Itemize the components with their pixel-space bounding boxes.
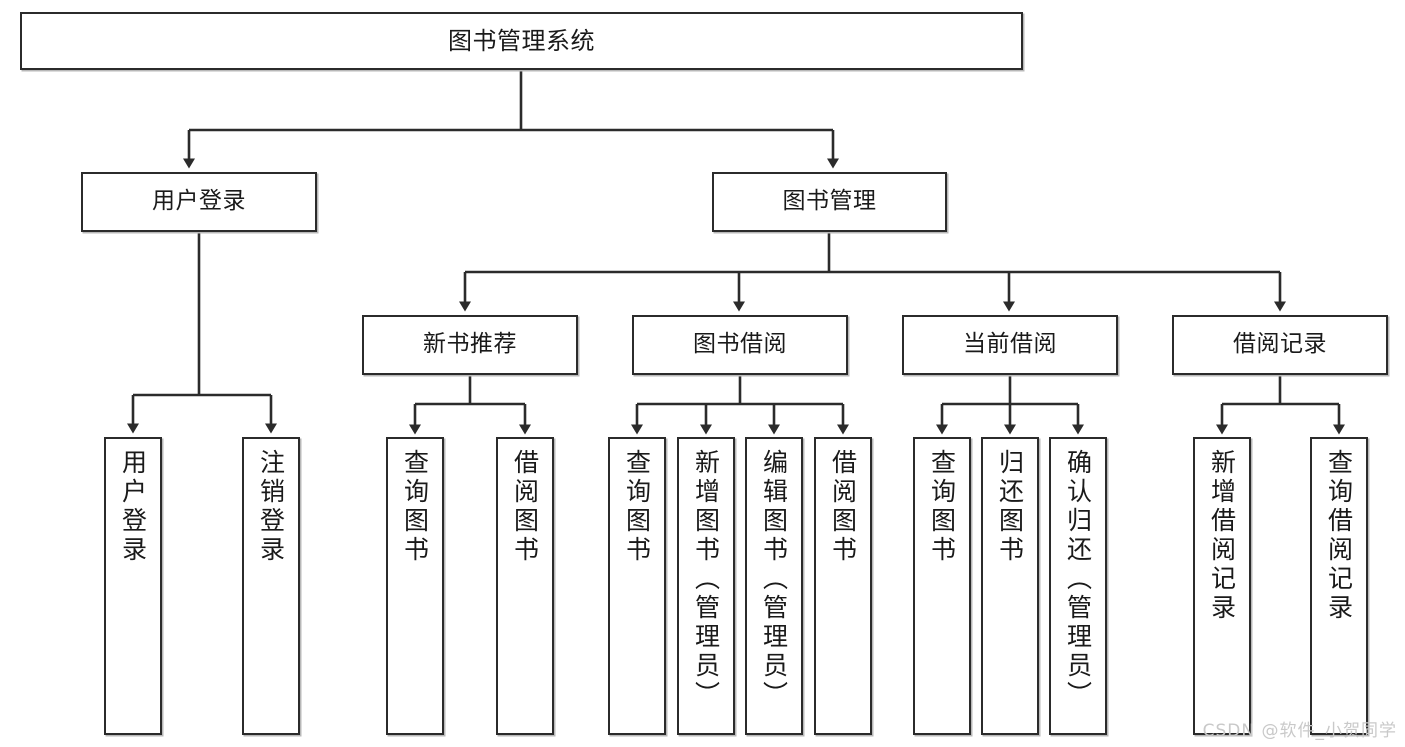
node-user-login[interactable]: 用户登录 xyxy=(81,172,317,232)
node-label: 用户登录 xyxy=(152,188,246,215)
node-label: 新书推荐 xyxy=(423,331,517,358)
node-label: 查询借阅记录 xyxy=(1324,449,1354,623)
leaf-query-book[interactable]: 查询图书 xyxy=(608,437,666,735)
node-label: 借阅图书 xyxy=(510,449,540,565)
node-label: 图书管理 xyxy=(782,188,877,215)
csdn-watermark: CSDN @软件_小贺同学 xyxy=(1202,721,1397,741)
node-new-book-recommend[interactable]: 新书推荐 xyxy=(362,315,578,375)
leaf-add-borrow-record[interactable]: 新增借阅记录 xyxy=(1193,437,1251,735)
node-book-management[interactable]: 图书管理 xyxy=(712,172,947,232)
node-label: 归还图书 xyxy=(995,449,1025,565)
node-label: 借阅图书 xyxy=(828,449,858,565)
node-label: 确认归还（管理员） xyxy=(1063,449,1093,710)
node-label: 借阅记录 xyxy=(1233,331,1327,358)
node-label: 查询图书 xyxy=(622,449,652,565)
node-label: 编辑图书（管理员） xyxy=(759,449,789,710)
leaf-confirm-return-admin[interactable]: 确认归还（管理员） xyxy=(1049,437,1107,735)
leaf-edit-book-admin[interactable]: 编辑图书（管理员） xyxy=(745,437,803,735)
node-label: 当前借阅 xyxy=(963,331,1057,358)
leaf-query-book-current[interactable]: 查询图书 xyxy=(913,437,971,735)
leaf-add-book-admin[interactable]: 新增图书（管理员） xyxy=(677,437,735,735)
node-root-book-management-system[interactable]: 图书管理系统 xyxy=(20,12,1023,70)
node-book-borrow[interactable]: 图书借阅 xyxy=(632,315,848,375)
leaf-borrow-book-recommend[interactable]: 借阅图书 xyxy=(496,437,554,735)
leaf-query-borrow-record[interactable]: 查询借阅记录 xyxy=(1310,437,1368,735)
node-label: 注销登录 xyxy=(256,449,286,565)
leaf-return-book[interactable]: 归还图书 xyxy=(981,437,1039,735)
leaf-logout[interactable]: 注销登录 xyxy=(242,437,300,735)
node-borrow-record[interactable]: 借阅记录 xyxy=(1172,315,1388,375)
leaf-borrow-book[interactable]: 借阅图书 xyxy=(814,437,872,735)
node-label: 用户登录 xyxy=(118,449,148,565)
node-label: 查询图书 xyxy=(927,449,957,565)
node-label: 新增图书（管理员） xyxy=(691,449,721,710)
node-label: 查询图书 xyxy=(400,449,430,565)
node-label: 图书借阅 xyxy=(693,331,787,358)
leaf-user-login[interactable]: 用户登录 xyxy=(104,437,162,735)
leaf-query-book-recommend[interactable]: 查询图书 xyxy=(386,437,444,735)
node-current-borrow[interactable]: 当前借阅 xyxy=(902,315,1118,375)
node-label: 新增借阅记录 xyxy=(1207,449,1237,623)
node-label: 图书管理系统 xyxy=(448,26,595,55)
